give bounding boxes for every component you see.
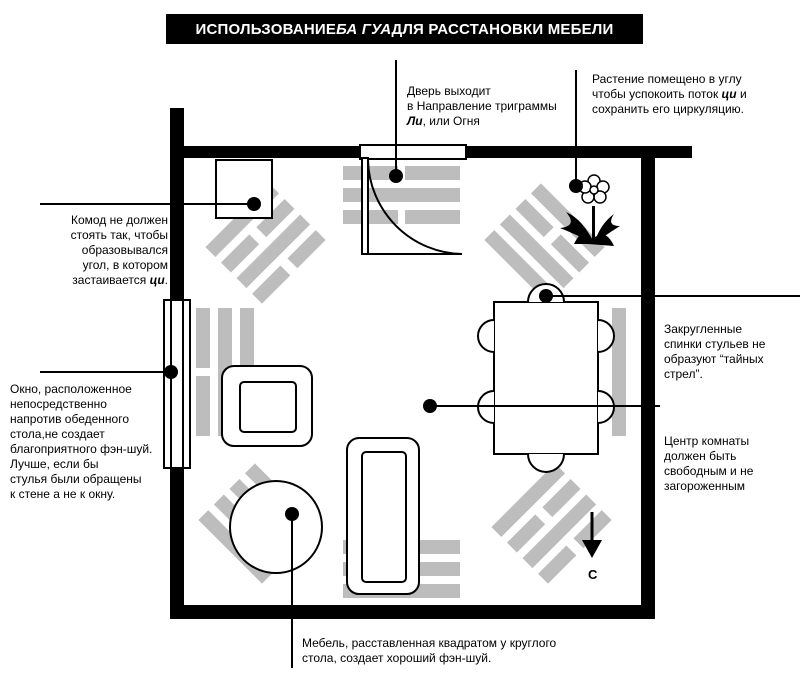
note-window-line-5: благоприятного фэн-шуй. bbox=[10, 442, 153, 456]
note-furniture-line-2: стола, создает хороший фэн-шуй. bbox=[302, 651, 492, 665]
diagram-title: ИСПОЛЬЗОВАНИЕ БА ГУА ДЛЯ РАССТАНОВКИ МЕБ… bbox=[166, 14, 643, 44]
title-emphasis: БА ГУА bbox=[336, 20, 392, 38]
note-dresser-line-4: угол, в котором bbox=[82, 258, 168, 272]
note-plant-line-1: Растение помещено в углу bbox=[592, 72, 742, 86]
note-plant-line-2-post: и bbox=[736, 87, 747, 101]
note-window-line-8: к стене а не к окну. bbox=[10, 487, 116, 501]
sofa bbox=[346, 437, 420, 595]
note-center-line-1: Центр комнаты bbox=[664, 434, 750, 448]
note-plant-line-3: сохранить его циркуляцию. bbox=[592, 102, 745, 116]
dining-table bbox=[493, 301, 599, 455]
note-center-line-3: свободным и не bbox=[664, 464, 754, 478]
flower-plant-icon bbox=[560, 174, 620, 246]
note-center-line-4: загороженным bbox=[664, 479, 746, 493]
note-dresser-qi: ци bbox=[149, 273, 165, 287]
title-post: ДЛЯ РАССТАНОВКИ МЕБЕЛИ bbox=[391, 20, 614, 38]
note-dresser-line-2: стоять так, чтобы bbox=[70, 228, 168, 242]
note-furniture: Мебель, расставленная квадратом у кругло… bbox=[302, 636, 556, 666]
note-dresser-line-5-post: . bbox=[164, 273, 168, 287]
note-plant-line-2-pre: чтобы успокоить поток bbox=[592, 87, 722, 101]
note-chairs-line-4: стрел”. bbox=[664, 367, 703, 381]
note-door-line-3: Ли, или Огня bbox=[407, 114, 557, 129]
chair-bottom bbox=[527, 453, 565, 473]
note-plant-line-2: чтобы успокоить поток ци и bbox=[592, 87, 747, 102]
note-window-line-7: стулья были обращены bbox=[10, 472, 142, 486]
note-chairs-line-1: Закругленные bbox=[664, 322, 743, 336]
round-table bbox=[229, 480, 323, 574]
note-furniture-line-1: Мебель, расставленная квадратом у кругло… bbox=[302, 636, 557, 650]
door bbox=[359, 144, 467, 255]
chair-right-top bbox=[597, 319, 615, 353]
chair-left-top bbox=[477, 319, 495, 353]
window bbox=[163, 299, 191, 469]
arrow-down-icon bbox=[582, 512, 602, 558]
note-door-line-3-rest: , или Огня bbox=[422, 114, 480, 128]
dining-set bbox=[477, 283, 615, 473]
note-chairs-line-2: спинки стульев не bbox=[664, 337, 766, 351]
title-pre: ИСПОЛЬЗОВАНИЕ bbox=[195, 20, 337, 38]
note-window-line-3: напротив обеденного bbox=[10, 412, 130, 426]
note-window-line-1: Окно, расположенное bbox=[10, 382, 132, 396]
note-window: Окно, расположенное непосредственно напр… bbox=[10, 382, 152, 502]
compass-label: С bbox=[588, 567, 598, 582]
note-window-line-6: Лучше, если бы bbox=[10, 457, 99, 471]
trigram-name: Ли bbox=[407, 114, 423, 128]
note-plant: Растение помещено в углу чтобы успокоить… bbox=[592, 72, 747, 117]
note-chairs: Закругленные спинки стульев не образуют … bbox=[664, 322, 765, 382]
note-dresser-line-1: Комод не должен bbox=[70, 213, 168, 227]
dresser bbox=[215, 159, 273, 219]
trigram-bottom-right bbox=[491, 463, 612, 584]
note-door-line-2: в Направление триграммы bbox=[407, 99, 557, 113]
note-dresser-line-5: застаивается ци. bbox=[40, 273, 168, 288]
leader-dots bbox=[164, 169, 583, 521]
note-window-line-4: стола,не создает bbox=[10, 427, 105, 441]
note-door-line-1: Дверь выходит bbox=[407, 84, 491, 98]
note-center-line-2: должен быть bbox=[664, 449, 737, 463]
note-window-line-2: непосредственно bbox=[10, 397, 107, 411]
note-dresser: Комод не должен стоять так, чтобы образо… bbox=[40, 213, 168, 288]
armchair bbox=[221, 365, 313, 447]
leader-lines bbox=[40, 60, 800, 668]
note-dresser-line-5-pre: застаивается bbox=[72, 273, 150, 287]
note-plant-qi: ци bbox=[721, 87, 737, 101]
note-chairs-line-3: образуют “тайных bbox=[664, 352, 764, 366]
note-center: Центр комнаты должен быть свободным и не… bbox=[664, 434, 753, 494]
note-door: Дверь выходит в Направление триграммы Ли… bbox=[407, 84, 557, 129]
trigram-top bbox=[343, 166, 460, 224]
note-dresser-line-3: образовывался bbox=[81, 243, 168, 257]
